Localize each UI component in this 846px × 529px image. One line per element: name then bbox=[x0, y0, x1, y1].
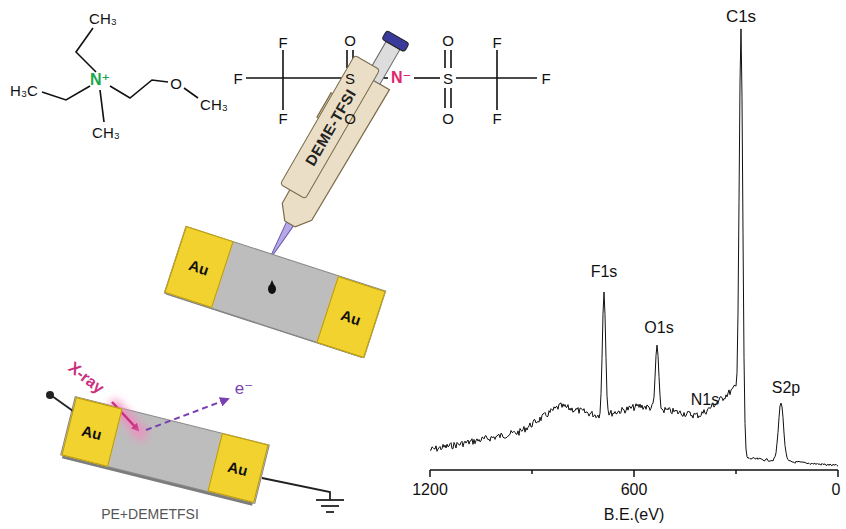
label: N1s bbox=[691, 392, 719, 408]
label: 1200 bbox=[412, 482, 448, 498]
label: F bbox=[278, 35, 287, 50]
label: F bbox=[492, 111, 501, 126]
label: F bbox=[541, 71, 550, 86]
label: CH₃ bbox=[92, 125, 120, 140]
label: F bbox=[233, 71, 242, 86]
device-top bbox=[164, 226, 386, 358]
label: e⁻ bbox=[235, 380, 253, 397]
label: O1s bbox=[644, 320, 673, 336]
label: O bbox=[344, 33, 356, 48]
label: O bbox=[170, 76, 182, 91]
spectrum-line bbox=[430, 29, 838, 466]
label: N⁻ bbox=[391, 70, 411, 86]
label: O bbox=[344, 111, 356, 126]
label: 600 bbox=[621, 482, 648, 498]
label: O bbox=[442, 33, 454, 48]
node-text: Au bbox=[226, 458, 249, 477]
drop bbox=[270, 280, 274, 294]
wires bbox=[52, 396, 344, 512]
node-text: Au bbox=[80, 422, 103, 441]
device-bottom bbox=[60, 397, 269, 507]
label: C1s bbox=[726, 8, 756, 25]
x-axis bbox=[430, 470, 838, 477]
label: 0 bbox=[832, 482, 841, 498]
label: N⁺ bbox=[90, 72, 110, 88]
label: S bbox=[345, 71, 355, 86]
label: F bbox=[278, 111, 287, 126]
label: X-ray bbox=[65, 359, 106, 396]
node-text: Au bbox=[187, 257, 211, 277]
label: B.E.(eV) bbox=[604, 507, 664, 523]
label: S2p bbox=[772, 380, 800, 396]
label: F bbox=[492, 35, 501, 50]
label: CH₃ bbox=[89, 11, 117, 26]
node-text: Au bbox=[339, 307, 363, 327]
label: S bbox=[443, 71, 453, 86]
label: H₃C bbox=[10, 83, 38, 98]
label: CH₃ bbox=[200, 97, 228, 112]
terminal bbox=[46, 391, 54, 399]
pipette bbox=[242, 22, 414, 272]
label: F1s bbox=[591, 264, 618, 280]
label: O bbox=[442, 111, 454, 126]
cation-bonds bbox=[42, 28, 198, 122]
label: PE+DEMETFSI bbox=[101, 507, 199, 521]
electron-arrow bbox=[146, 399, 228, 430]
